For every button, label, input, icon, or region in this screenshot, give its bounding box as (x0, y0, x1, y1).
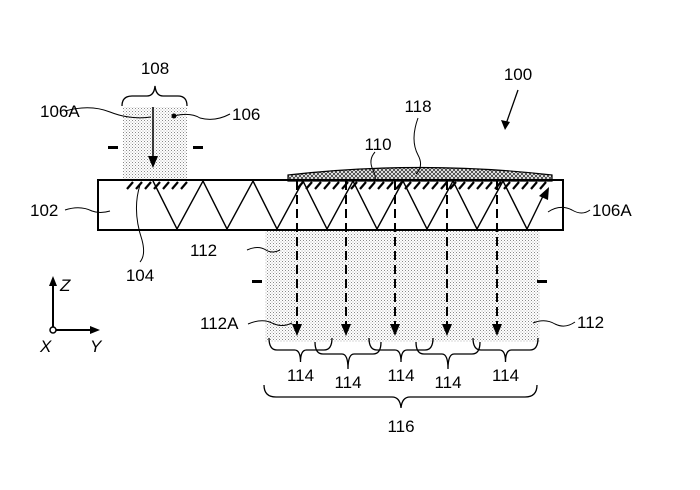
label-114: 114 (287, 366, 314, 385)
hatch-mark (485, 181, 493, 190)
hatch-mark (359, 181, 367, 190)
output-coupler (296, 181, 547, 190)
hatch-mark (171, 181, 179, 190)
label-114: 114 (387, 366, 414, 385)
label-108: 108 (141, 59, 169, 78)
hatch-mark (458, 181, 466, 190)
hatch-mark (153, 181, 161, 190)
leader-line (247, 320, 293, 326)
label-112-left: 112 (190, 241, 217, 260)
leader-line (547, 206, 591, 214)
label-116: 116 (387, 417, 414, 436)
arrow-head-icon (539, 187, 549, 200)
label-112a: 112A (200, 314, 239, 333)
leader-line (64, 107, 152, 119)
hatch-mark (422, 181, 430, 190)
hatch-mark (144, 181, 152, 190)
minus-mark (108, 146, 118, 149)
label-110: 110 (364, 135, 391, 154)
layer-118 (287, 166, 553, 182)
label-114: 114 (434, 373, 461, 392)
arrow-head-icon (442, 324, 452, 336)
hatch-mark (467, 181, 475, 190)
arrow-head-icon (390, 324, 400, 336)
hatch-mark (323, 181, 331, 190)
minus-mark (537, 280, 547, 283)
y-axis-label: Y (90, 337, 103, 356)
output-beam (265, 230, 540, 342)
label-118: 118 (404, 97, 431, 116)
z-axis-arrow-icon (49, 276, 57, 286)
output-rays (292, 181, 502, 336)
hatch-mark (512, 181, 520, 190)
arrow-head-icon (341, 324, 351, 336)
label-106a-guided: 106A (592, 201, 632, 220)
leader-line (173, 113, 231, 120)
sub-pupil-brace (268, 337, 333, 363)
leader-line (370, 151, 376, 187)
hatch-mark (521, 181, 529, 190)
hatch-mark (395, 181, 403, 190)
sub-pupil-brace (472, 337, 539, 363)
leader-line (413, 117, 422, 175)
input-beam (123, 107, 187, 180)
leader-line (532, 320, 576, 327)
hatch-mark (530, 181, 538, 190)
minus-mark (193, 146, 203, 149)
label-114: 114 (492, 366, 519, 385)
hatch-mark (386, 181, 394, 190)
x-axis-label: X (39, 337, 52, 356)
waveguide (97, 179, 564, 231)
sub-pupil-braces (268, 337, 539, 370)
minus-mark (252, 280, 262, 283)
z-axis-label: Z (59, 276, 71, 295)
hatch-mark (431, 181, 439, 190)
sub-pupil-brace (415, 341, 481, 370)
eyebox-brace (263, 384, 538, 409)
leader-line (246, 247, 281, 253)
x-axis-out-of-page-icon (49, 326, 57, 334)
leader-line (136, 184, 145, 263)
hatch-mark (162, 181, 170, 190)
label-106a-input: 106A (40, 102, 80, 121)
hatch-mark (539, 181, 547, 190)
input-coupler (126, 181, 188, 190)
hatch-mark (476, 181, 484, 190)
arrow-head-icon (501, 120, 510, 130)
hatch-mark (135, 181, 143, 190)
hatch-mark (332, 181, 340, 190)
hatch-mark (180, 181, 188, 190)
y-axis-arrow-icon (90, 326, 100, 334)
label-104: 104 (126, 266, 154, 285)
arrow-head-icon (148, 156, 158, 168)
hatch-mark (126, 181, 134, 190)
sub-pupil-brace (314, 341, 382, 370)
label-106: 106 (232, 105, 260, 124)
device-pointer (505, 89, 519, 125)
label-114: 114 (334, 373, 361, 392)
hatch-mark (449, 181, 457, 190)
input-beam-brace (121, 85, 188, 107)
arrow-head-icon (292, 324, 302, 336)
guided-ray-path (152, 179, 546, 231)
arrow-head-icon (492, 324, 502, 336)
label-102: 102 (30, 201, 58, 220)
hatch-mark (314, 181, 322, 190)
hatch-mark (377, 181, 385, 190)
label-112-right: 112 (577, 313, 604, 332)
hatch-mark (503, 181, 511, 190)
label-100: 100 (504, 65, 532, 84)
sub-pupil-brace (368, 337, 434, 363)
hatch-mark (350, 181, 358, 190)
leader-line (64, 207, 111, 213)
hatch-mark (413, 181, 421, 190)
